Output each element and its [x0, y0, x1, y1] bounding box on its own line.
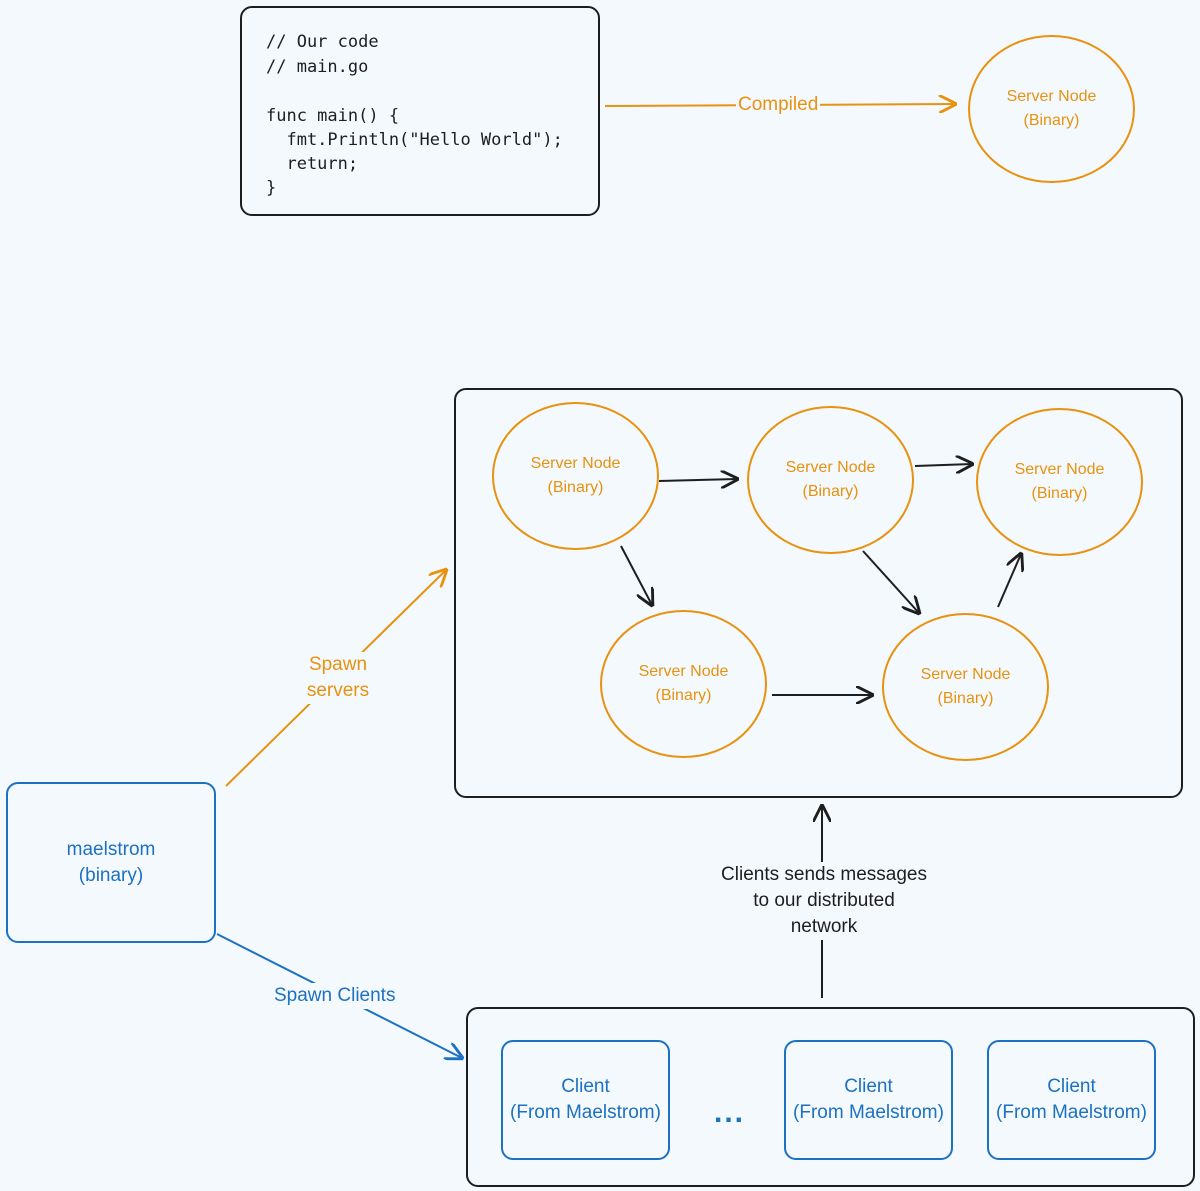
node-subtitle: (Binary): [1031, 485, 1088, 502]
spawn-servers-line: servers: [306, 680, 370, 701]
edge-node1-node4: [620, 545, 652, 605]
spawn-servers-label: Spawn servers: [300, 652, 376, 704]
clients-container: [466, 1007, 1195, 1187]
client-box-1: Client (From Maelstrom): [501, 1040, 670, 1160]
server-node-2: Server Node (Binary): [747, 406, 914, 554]
compiled-label: Compiled: [736, 92, 821, 118]
server-network-container: [454, 388, 1183, 798]
node-subtitle: (Binary): [937, 690, 994, 707]
client-title: Client: [561, 1076, 610, 1097]
code-block: // Our code // main.go func main() { fmt…: [240, 6, 600, 216]
code-line: return;: [266, 154, 359, 174]
node-title: Server Node: [920, 666, 1011, 683]
server-node-5: Server Node (Binary): [882, 613, 1049, 761]
edge-node1-node2: [658, 479, 737, 481]
client-title: Client: [844, 1076, 893, 1097]
server-node-4: Server Node (Binary): [600, 610, 767, 758]
node-title: Server Node: [1014, 461, 1105, 478]
code-line: // main.go: [266, 57, 369, 77]
clients-message-line: network: [790, 916, 858, 937]
client-subtitle: (From Maelstrom): [996, 1102, 1147, 1123]
client-title: Client: [1047, 1076, 1096, 1097]
client-subtitle: (From Maelstrom): [510, 1102, 661, 1123]
node-title: Server Node: [1006, 88, 1097, 105]
client-box-3: Client (From Maelstrom): [987, 1040, 1156, 1160]
clients-message-line: to our distributed: [753, 890, 895, 911]
code-line: fmt.Println("Hello World");: [266, 130, 563, 150]
server-node-1: Server Node (Binary): [492, 402, 659, 550]
ellipsis: ...: [714, 1096, 746, 1129]
node-subtitle: (Binary): [655, 687, 712, 704]
node-subtitle: (Binary): [547, 479, 604, 496]
clients-message-line: Clients sends messages: [721, 864, 927, 885]
node-title: Server Node: [530, 455, 621, 472]
server-node-3: Server Node (Binary): [976, 408, 1143, 556]
client-subtitle: (From Maelstrom): [793, 1102, 944, 1123]
edge-node2-node3: [914, 464, 972, 466]
maelstrom-box: maelstrom (binary): [6, 782, 216, 943]
node-subtitle: (Binary): [1023, 112, 1080, 129]
code-line: }: [266, 178, 277, 198]
code-line: func main() {: [266, 106, 400, 126]
code-line: // Our code: [266, 32, 379, 52]
edge-node5-node3: [997, 554, 1021, 608]
maelstrom-title: maelstrom: [66, 838, 156, 860]
node-title: Server Node: [638, 663, 729, 680]
clients-message-label: Clients sends messages to our distribute…: [712, 862, 936, 940]
spawn-servers-line: Spawn: [308, 654, 368, 675]
node-subtitle: (Binary): [802, 483, 859, 500]
node-title: Server Node: [785, 459, 876, 476]
compiled-server-node: Server Node (Binary): [968, 35, 1135, 183]
maelstrom-subtitle: (binary): [78, 864, 144, 886]
edge-node2-node5: [862, 550, 919, 613]
client-box-2: Client (From Maelstrom): [784, 1040, 953, 1160]
spawn-clients-label: Spawn Clients: [272, 983, 398, 1009]
